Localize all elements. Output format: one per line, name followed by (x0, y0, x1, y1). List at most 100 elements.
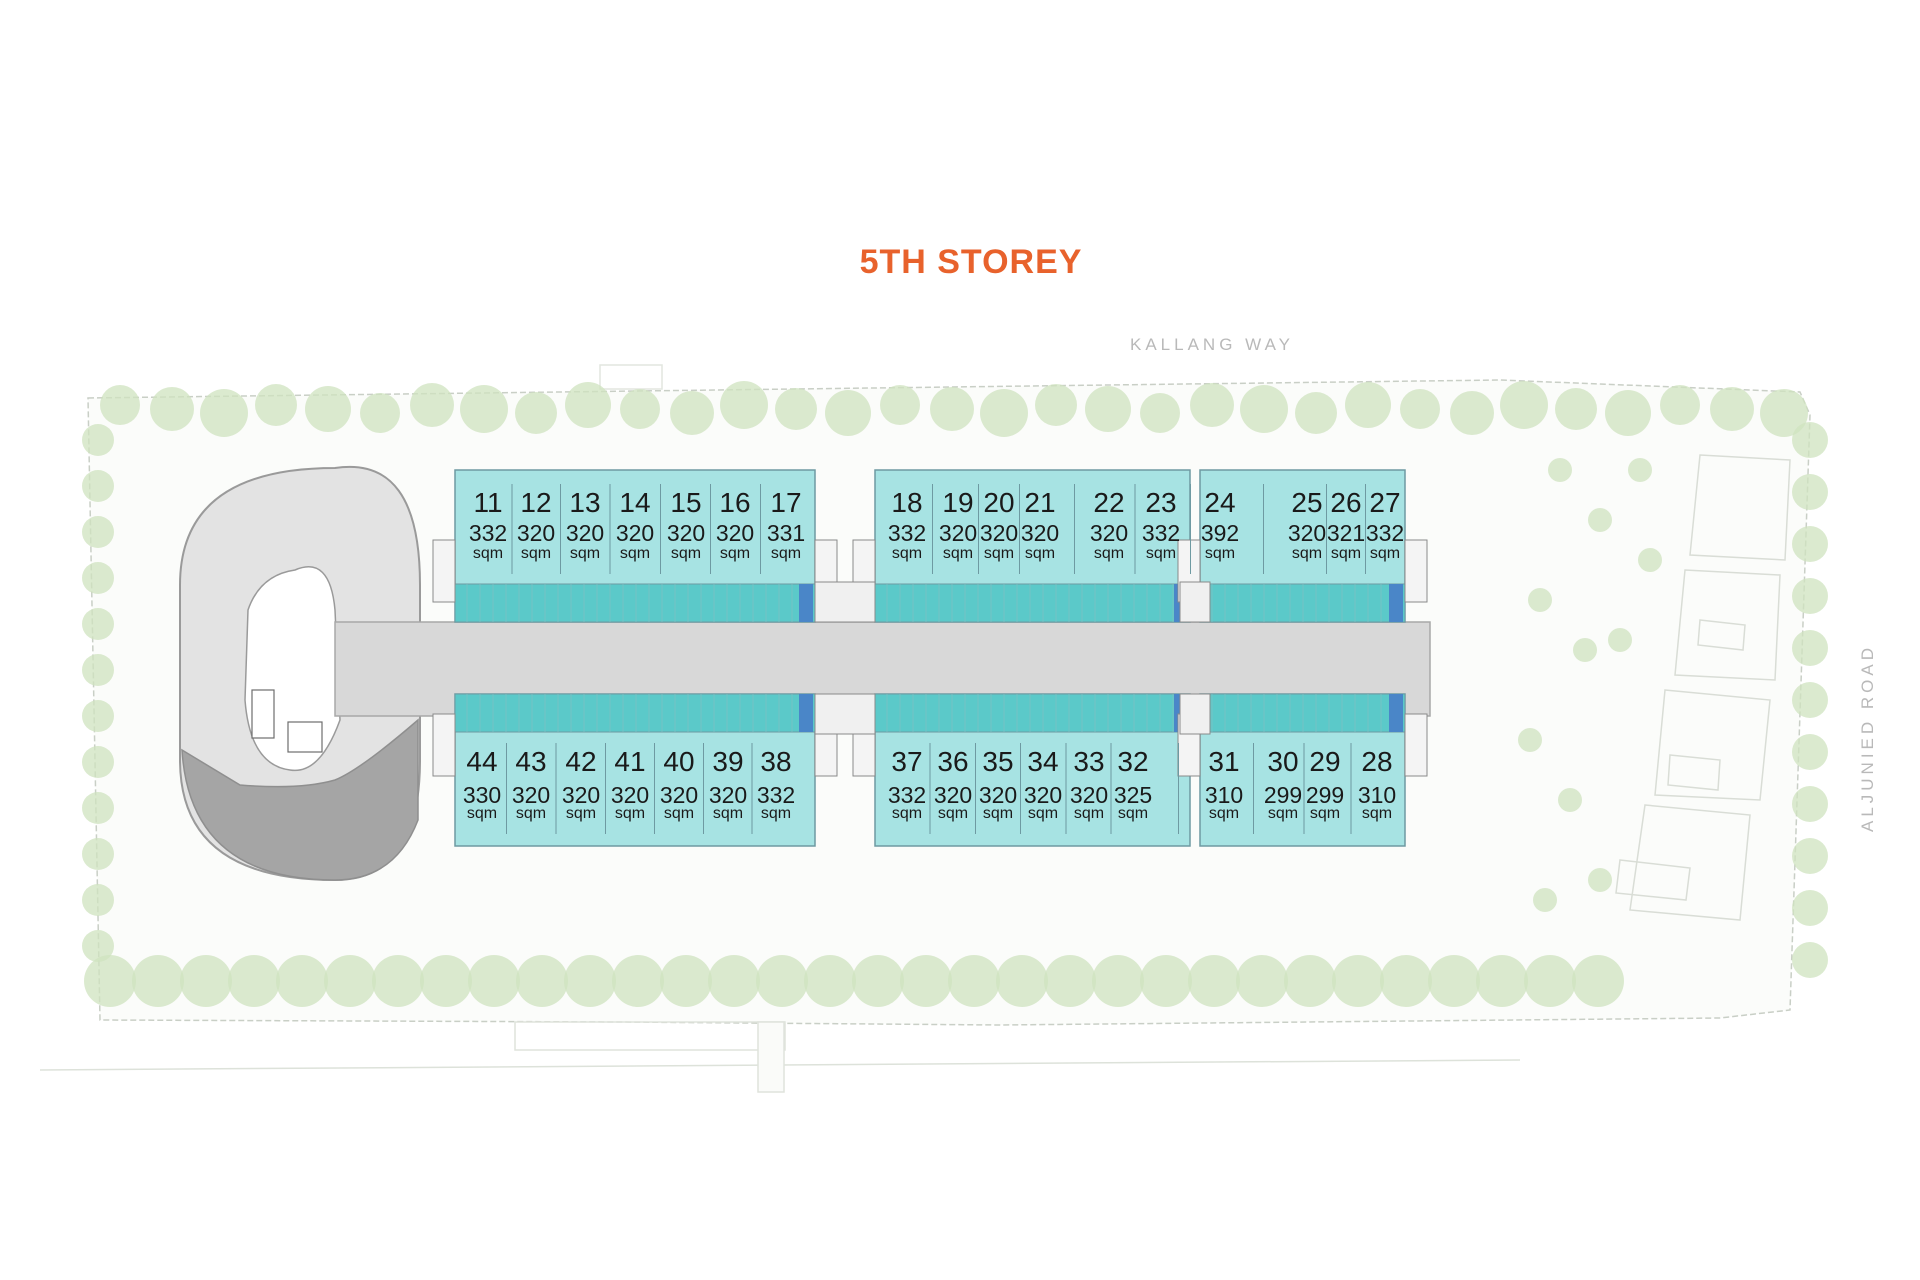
tree-icon (1332, 955, 1384, 1007)
unit-number: 37 (891, 746, 922, 777)
tree-icon (82, 516, 114, 548)
unit-number: 18 (891, 487, 922, 518)
unit-area-label: sqm (1118, 805, 1148, 822)
tree-icon (515, 392, 557, 434)
tree-icon (1572, 955, 1624, 1007)
unit-number: 41 (614, 746, 645, 777)
tree-icon (1792, 630, 1828, 666)
tree-icon (1792, 526, 1828, 562)
tree-icon (1792, 786, 1828, 822)
tree-icon (100, 385, 140, 425)
unit-area: 320 (939, 520, 977, 546)
stair-core (432, 713, 456, 777)
unit-number: 12 (520, 487, 551, 518)
tree-icon (1236, 955, 1288, 1007)
unit-number: 33 (1073, 746, 1104, 777)
adjacent-buildings (1615, 454, 1791, 921)
unit-area: 320 (1070, 782, 1108, 808)
unit-area-label: sqm (467, 805, 497, 822)
tree-icon (660, 955, 712, 1007)
tree-icon (276, 955, 328, 1007)
unit-area: 310 (1358, 782, 1396, 808)
unit-number: 20 (983, 487, 1014, 518)
corridor-strip (454, 693, 816, 733)
tree-icon (825, 390, 871, 436)
tree-icon (1190, 383, 1234, 427)
tree-icon (1345, 382, 1391, 428)
tree-icon (1608, 628, 1632, 652)
tree-icon (1528, 588, 1552, 612)
unit-area: 299 (1306, 782, 1344, 808)
tree-icon (82, 884, 114, 916)
landscape-trees (82, 381, 1828, 1007)
corridor-strip (874, 693, 1191, 733)
unit-area: 320 (979, 782, 1017, 808)
tree-icon (132, 955, 184, 1007)
tree-icon (1188, 955, 1240, 1007)
tree-icon (670, 391, 714, 435)
link-bridge (1179, 693, 1211, 735)
unit-area-label: sqm (1362, 805, 1392, 822)
tree-icon (372, 955, 424, 1007)
unit-area-label: sqm (1074, 805, 1104, 822)
tree-icon (1240, 385, 1288, 433)
corridor-strip (1199, 583, 1406, 623)
tree-icon (1555, 388, 1597, 430)
road-label-kallang-way: KALLANG WAY (1130, 335, 1294, 354)
unit-area: 332 (1366, 520, 1404, 546)
tree-icon (82, 608, 114, 640)
tree-icon (565, 382, 611, 428)
unit-number: 16 (719, 487, 750, 518)
tree-icon (1588, 868, 1612, 892)
tree-icon (1140, 955, 1192, 1007)
tree-icon (324, 955, 376, 1007)
unit-area: 320 (1288, 520, 1326, 546)
tree-icon (1760, 389, 1808, 437)
unit-number: 36 (937, 746, 968, 777)
unit-labels: 11332sqm12320sqm13320sqm14320sqm15320sqm… (463, 484, 1404, 834)
unit-area: 392 (1201, 520, 1239, 546)
unit-area: 320 (1090, 520, 1128, 546)
lift-core (799, 584, 813, 622)
tree-icon (720, 381, 768, 429)
tree-icon (804, 955, 856, 1007)
unit-area-label: sqm (983, 805, 1013, 822)
tree-icon (150, 387, 194, 431)
tree-icon (82, 470, 114, 502)
tree-icon (1380, 955, 1432, 1007)
unit-number: 13 (569, 487, 600, 518)
unit-area-label: sqm (771, 545, 801, 562)
unit-number: 19 (942, 487, 973, 518)
unit-area: 332 (888, 520, 926, 546)
unit-area-label: sqm (1094, 545, 1124, 562)
tree-icon (1792, 682, 1828, 718)
tree-icon (180, 955, 232, 1007)
tree-icon (82, 700, 114, 732)
road-label-aljunied-road: ALJUNIED ROAD (1858, 644, 1877, 832)
tree-icon (1558, 788, 1582, 812)
tree-icon (82, 838, 114, 870)
unit-area-label: sqm (984, 545, 1014, 562)
tree-icon (1518, 728, 1542, 752)
tree-icon (1710, 387, 1754, 431)
unit-area-label: sqm (570, 545, 600, 562)
unit-area-label: sqm (943, 545, 973, 562)
tree-icon (360, 393, 400, 433)
access-path (757, 1021, 785, 1093)
tree-icon (410, 383, 454, 427)
tree-icon (1638, 548, 1662, 572)
unit-area: 320 (980, 520, 1018, 546)
stair-core (1404, 713, 1428, 777)
unit-area-label: sqm (1370, 545, 1400, 562)
tree-icon (620, 389, 660, 429)
tree-icon (1450, 391, 1494, 435)
tree-icon (612, 955, 664, 1007)
